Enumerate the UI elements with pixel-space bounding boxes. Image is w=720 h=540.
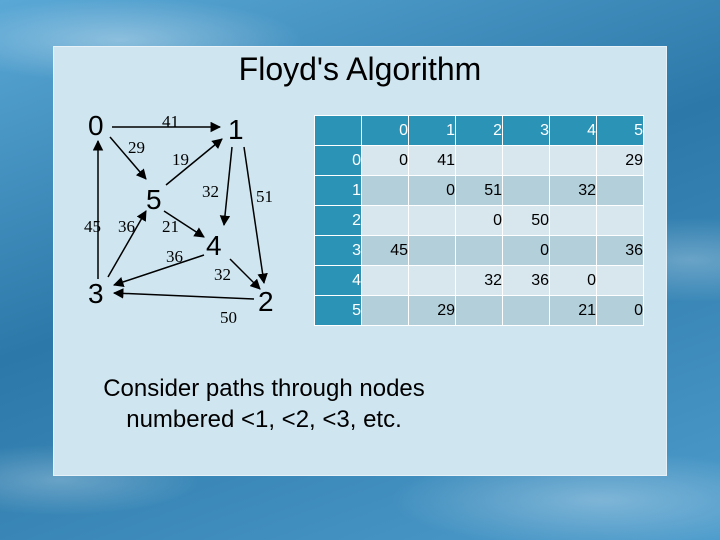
row-header: 4 (314, 265, 362, 296)
matrix-cell (361, 265, 409, 296)
matrix-cell: 32 (549, 175, 597, 206)
matrix-cell (549, 205, 597, 236)
matrix-cell: 0 (549, 265, 597, 296)
slide: Floyd's Algorithm 0 1 5 4 3 2 41 29 19 3… (53, 46, 667, 476)
matrix-cell: 0 (596, 295, 644, 326)
matrix-row-5: 5 29 21 0 (314, 295, 644, 326)
caption-line-1: Consider paths through nodes (103, 375, 425, 402)
col-header-2: 2 (455, 115, 503, 146)
matrix-cell: 29 (596, 145, 644, 176)
graph-diagram: 0 1 5 4 3 2 41 29 19 32 51 45 36 21 36 3… (84, 110, 274, 327)
row-header: 0 (314, 145, 362, 176)
edge-1-2 (243, 146, 268, 285)
caption-line-2: numbered <1, <2, <3, etc. (126, 406, 402, 433)
matrix-cell (549, 235, 597, 266)
row-header: 2 (314, 205, 362, 236)
matrix-cell: 45 (361, 235, 409, 266)
matrix-cell: 0 (502, 235, 550, 266)
weight-0-1: 41 (162, 112, 179, 131)
matrix-cell: 0 (455, 205, 503, 236)
matrix-cell (361, 295, 409, 326)
weight-2-3: 50 (220, 308, 237, 327)
matrix-cell (455, 295, 503, 326)
caption: Consider paths through nodes numbered <1… (84, 373, 444, 435)
weight-3-0: 45 (84, 217, 101, 236)
weight-1-2: 51 (256, 187, 273, 206)
edge-5-4 (163, 210, 205, 238)
row-header: 5 (314, 295, 362, 326)
matrix-cell: 29 (408, 295, 456, 326)
edge-4-3 (113, 254, 205, 287)
matrix-row-0: 0 0 41 29 (314, 145, 644, 176)
slide-title: Floyd's Algorithm (238, 51, 482, 87)
node-2: 2 (258, 286, 274, 317)
node-0: 0 (88, 110, 104, 141)
weight-0-5: 29 (128, 138, 145, 157)
matrix-cell (596, 265, 644, 296)
edge-0-5 (109, 136, 147, 180)
weight-5-1: 19 (172, 150, 189, 169)
weight-4-2: 32 (214, 265, 231, 284)
matrix-row-4: 4 32 36 0 (314, 265, 644, 296)
matrix-cell (408, 265, 456, 296)
edge-1-4 (219, 146, 233, 227)
row-header: 1 (314, 175, 362, 206)
matrix-cell (596, 175, 644, 206)
matrix-cell: 21 (549, 295, 597, 326)
matrix-cell (455, 235, 503, 266)
edge-3-5 (107, 210, 147, 278)
matrix-header-row: 0 1 2 3 4 5 (314, 115, 644, 146)
matrix-cell: 0 (408, 175, 456, 206)
matrix-cell: 36 (596, 235, 644, 266)
weight-4-3: 36 (166, 247, 183, 266)
matrix-corner (314, 115, 362, 146)
matrix-cell (455, 145, 503, 176)
col-header-5: 5 (596, 115, 644, 146)
edge-2-3 (112, 288, 255, 300)
matrix-row-3: 3 45 0 36 (314, 235, 644, 266)
node-4: 4 (206, 230, 222, 261)
weight-1-4: 32 (202, 182, 219, 201)
col-header-4: 4 (549, 115, 597, 146)
weight-3-5: 36 (118, 217, 135, 236)
matrix-cell (549, 145, 597, 176)
edge-4-2 (229, 258, 261, 290)
col-header-3: 3 (502, 115, 550, 146)
matrix-row-1: 1 0 51 32 (314, 175, 644, 206)
edge-5-1 (165, 138, 223, 186)
matrix-cell (596, 205, 644, 236)
matrix-cell (502, 175, 550, 206)
matrix-cell: 41 (408, 145, 456, 176)
matrix-cell (361, 205, 409, 236)
matrix-cell: 0 (361, 145, 409, 176)
matrix-cell: 50 (502, 205, 550, 236)
node-3: 3 (88, 278, 104, 309)
matrix-cell: 51 (455, 175, 503, 206)
matrix-cell (408, 235, 456, 266)
matrix-cell (502, 295, 550, 326)
weight-5-4: 21 (162, 217, 179, 236)
matrix-cell (361, 175, 409, 206)
node-5: 5 (146, 184, 162, 215)
matrix-cell (408, 205, 456, 236)
matrix-cell: 36 (502, 265, 550, 296)
distance-matrix: 0 1 2 3 4 5 0 0 41 29 1 0 51 32 2 (314, 115, 644, 326)
col-header-0: 0 (361, 115, 409, 146)
col-header-1: 1 (408, 115, 456, 146)
node-1: 1 (228, 114, 244, 145)
matrix-cell (502, 145, 550, 176)
matrix-cell: 32 (455, 265, 503, 296)
matrix-row-2: 2 0 50 (314, 205, 644, 236)
row-header: 3 (314, 235, 362, 266)
